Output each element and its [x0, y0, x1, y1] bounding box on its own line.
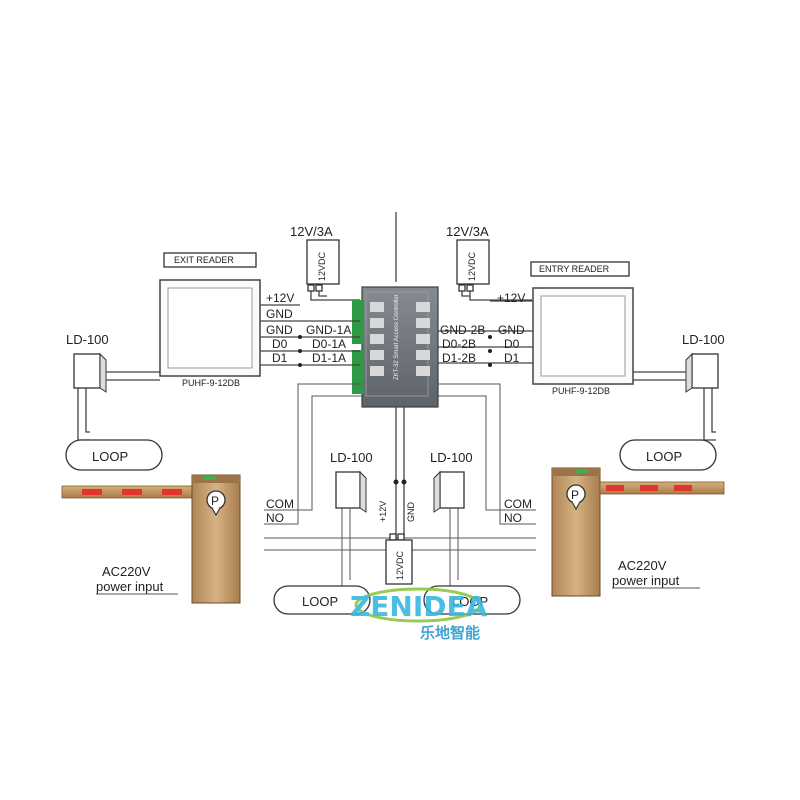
center-left-loop-detector: LD-100 [330, 450, 373, 586]
right-outer-loop: LOOP [619, 439, 717, 471]
right-barrier-gate: P AC220V power input [551, 467, 725, 597]
right-supply-rating: 12V/3A [446, 224, 489, 239]
right-barrier-boom [599, 481, 725, 495]
left-outer-loop-detector: LD-100 [66, 332, 160, 441]
right-outer-loop-detector: LD-100 [633, 332, 725, 441]
exit-reader-title-box [163, 252, 257, 268]
exit-reader-title: EXIT READER [174, 255, 234, 265]
left-barrier-power-line1: AC220V [102, 564, 151, 579]
exit-reader-model: PUHF-9-12DB [182, 378, 240, 388]
left-relay-com-label: COM [266, 497, 294, 511]
controller-gnd-1a-label: GND-1A [306, 323, 351, 337]
entry-reader-title-box [530, 261, 630, 277]
controller-d0-2b-label: D0-2B [442, 337, 476, 351]
right-power-supply: 12V/3A 12VDC [446, 224, 490, 292]
exit-reader-pos-label: +12V [266, 291, 294, 305]
left-supply-rating: 12V/3A [290, 224, 333, 239]
controller-panel-text: ZKT-32 Smart Access Controller [394, 294, 400, 380]
brand-chinese: 乐地智能 [420, 624, 480, 642]
entry-reader: ENTRY READER PUHF-9-12DB [530, 261, 634, 396]
entry-reader-pos-label: +12V [497, 291, 525, 305]
right-barrier-power-line1: AC220V [618, 558, 667, 573]
entry-reader-d1-label: D1 [504, 351, 520, 365]
brand-watermark: ZENIDEA 乐地智能 [350, 587, 488, 642]
bottom-power-supply: 12VDC [385, 533, 413, 585]
controller-d0-1a-label: D0-1A [312, 337, 346, 351]
entry-reader-model: PUHF-9-12DB [552, 386, 610, 396]
left-parking-symbol: P [211, 494, 219, 508]
left-barrier-power-line2: power input [96, 579, 164, 594]
center-right-detector-label: LD-100 [430, 450, 473, 465]
center-left-loop-label: LOOP [302, 594, 338, 609]
center-right-loop-detector: LD-100 [430, 450, 473, 586]
left-outer-loop: LOOP [65, 439, 163, 471]
entry-reader-title: ENTRY READER [539, 264, 610, 274]
controller-d1-2b-label: D1-2B [442, 351, 476, 365]
right-relay-no-label: NO [504, 511, 522, 525]
exit-reader-gnd2-label: GND [266, 323, 293, 337]
exit-reader: EXIT READER PUHF-9-12DB [159, 252, 261, 388]
left-power-supply: 12V/3A 12VDC [290, 224, 340, 292]
left-outer-detector-label: LD-100 [66, 332, 109, 347]
left-vdc-label: 12VDC [317, 251, 327, 281]
controller-gnd-2b-label: GND-2B [440, 323, 485, 337]
exit-reader-d1-label: D1 [272, 351, 288, 365]
right-barrier-power-line2: power input [612, 573, 680, 588]
bottom-vdc-label: 12VDC [395, 550, 405, 580]
exit-reader-d0-label: D0 [272, 337, 288, 351]
left-barrier-gate: P AC220V power input [61, 474, 241, 604]
brand-latin: ZENIDEA [350, 590, 488, 623]
bottom-pos-label: +12V [378, 501, 388, 522]
entry-reader-d0-label: D0 [504, 337, 520, 351]
left-relay-no-label: NO [266, 511, 284, 525]
access-controller: ZKT-32 Smart Access Controller [352, 286, 439, 408]
center-left-detector-label: LD-100 [330, 450, 373, 465]
bottom-gnd-label: GND [406, 502, 416, 523]
right-parking-symbol: P [571, 488, 579, 502]
left-outer-loop-label: LOOP [92, 449, 128, 464]
center-left-loop: LOOP [273, 585, 371, 615]
right-vdc-label: 12VDC [467, 251, 477, 281]
right-relay-com-label: COM [504, 497, 532, 511]
controller-d1-1a-label: D1-1A [312, 351, 346, 365]
right-outer-detector-label: LD-100 [682, 332, 725, 347]
exit-reader-gnd1-label: GND [266, 307, 293, 321]
entry-reader-gnd-label: GND [498, 323, 525, 337]
right-outer-loop-label: LOOP [646, 449, 682, 464]
